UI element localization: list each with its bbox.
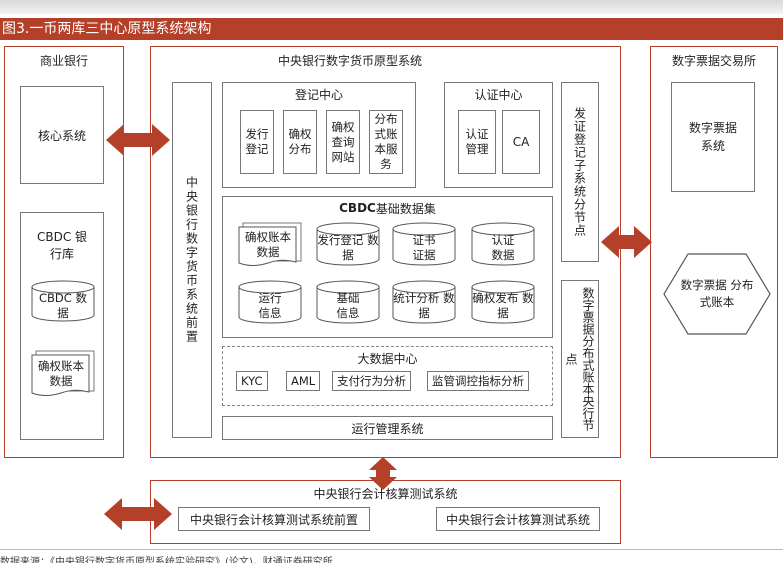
issue-sub-node-label: 发证登记子系统分节点 <box>572 107 587 237</box>
ca-box: CA <box>502 110 540 174</box>
registry-ledger-box: 分布式账本服务 <box>369 110 403 174</box>
source-note: 数据来源：《中央银行数字货币原型系统实验研究》(论文)，财通证券研究所 <box>0 557 333 563</box>
dataset-issue-cylinder: 发行登记 数据 <box>316 222 380 266</box>
auth-manage-box: 认证管理 <box>458 110 496 174</box>
commercial-bank-title: 商业银行 <box>39 53 88 68</box>
arrow-vertical-accounting <box>369 457 397 490</box>
auth-center-title: 认证中心 <box>474 87 523 102</box>
dataset-auth-cylinder: 认证 数据 <box>471 222 535 266</box>
top-decor-strip <box>0 0 783 14</box>
base-dataset-title-rest: 基础数据集 <box>375 201 436 216</box>
cbdc-vault-label: CBDC 银行库 <box>36 230 88 261</box>
cbdc-front-end-label: 中央银行数字货币系统前置 <box>184 176 199 344</box>
registry-center-title: 登记中心 <box>294 87 343 102</box>
dataset-stats-cylinder: 统计分析 数据 <box>392 280 456 324</box>
dataset-auth-label: 认证 数据 <box>491 233 515 262</box>
accounting-title: 中央银行会计核算测试系统 <box>313 486 458 501</box>
dataset-rights-label: 确权账本 数据 <box>245 230 291 259</box>
issue-sub-node-box: 发证登记子系统分节点 <box>561 82 599 262</box>
registry-ledger-label: 分布式账本服务 <box>374 112 398 171</box>
dataset-base-label: 基础 信息 <box>336 291 360 320</box>
cbdc-data-label: CBDC 数据 <box>39 291 87 320</box>
rights-ledger-doc: 确权账本 数据 <box>31 350 95 398</box>
accounting-front-box: 中央银行会计核算测试系统前置 <box>178 507 370 531</box>
dataset-run-label: 运行 信息 <box>258 291 282 320</box>
registry-rights-box: 确权分布 <box>283 110 317 174</box>
cbdc-data-cylinder: CBDC 数据 <box>31 280 95 322</box>
dataset-cert-label: 证书 证据 <box>412 233 436 262</box>
arrow-accounting-frontend <box>104 498 172 530</box>
base-dataset-title-bold: CBDC <box>339 201 376 215</box>
dataset-rights-doc: 确权账本 数据 <box>238 222 302 268</box>
bill-ledger-hexagon: 数字票据 分布式账本 <box>662 252 772 336</box>
cbdc-front-end-box: 中央银行数字货币系统前置 <box>172 82 212 438</box>
arrow-core-frontend <box>106 124 170 156</box>
bill-system-box: 数字票据 系统 <box>671 82 755 192</box>
big-data-center-title: 大数据中心 <box>357 351 418 366</box>
dataset-base-cylinder: 基础 信息 <box>316 280 380 324</box>
dataset-issue-label: 发行登记 数据 <box>317 233 379 262</box>
core-system-box: 核心系统 <box>20 86 104 184</box>
rights-ledger-label: 确权账本 数据 <box>38 359 84 388</box>
dataset-stats-label: 统计分析 数据 <box>393 291 455 320</box>
figure-title: 图3.一币两库三中心原型系统架构 <box>2 21 212 37</box>
ops-system-box: 运行管理系统 <box>222 416 553 440</box>
kyc-tag: KYC <box>236 371 268 391</box>
central-bank-title: 中央银行数字货币原型系统 <box>277 53 422 68</box>
aml-tag: AML <box>286 371 321 391</box>
registry-query-box: 确权查询网站 <box>326 110 360 174</box>
dataset-cert-cylinder: 证书 证据 <box>392 222 456 266</box>
registry-issue-box: 发行登记 <box>240 110 274 174</box>
bill-ledger-label: 数字票据 分布式账本 <box>680 278 754 309</box>
registry-issue-label: 发行登记 <box>245 127 269 156</box>
dataset-publish-label: 确权发布 数据 <box>472 291 534 320</box>
payment-analysis-tag: 支付行为分析 <box>332 371 411 391</box>
dataset-publish-cylinder: 确权发布 数据 <box>471 280 535 324</box>
bill-system-label: 数字票据 系统 <box>688 121 737 153</box>
registry-rights-label: 确权分布 <box>288 127 312 156</box>
source-divider <box>0 549 783 550</box>
registry-query-label: 确权查询网站 <box>331 119 355 164</box>
ledger-node-label: 数字票据分布式账本央行节点 <box>564 287 595 431</box>
accounting-system-box: 中央银行会计核算测试系统 <box>436 507 600 531</box>
cbdc-vault-box <box>20 212 104 440</box>
figure-title-bar: 图3.一币两库三中心原型系统架构 <box>0 18 783 40</box>
arrow-node-exchange <box>601 226 652 258</box>
ledger-node-box: 数字票据分布式账本央行节点 <box>561 280 599 438</box>
regulation-analysis-tag: 监管调控指标分析 <box>427 371 529 391</box>
auth-manage-label: 认证管理 <box>465 127 489 156</box>
exchange-title: 数字票据交易所 <box>671 53 756 68</box>
dataset-run-cylinder: 运行 信息 <box>238 280 302 324</box>
